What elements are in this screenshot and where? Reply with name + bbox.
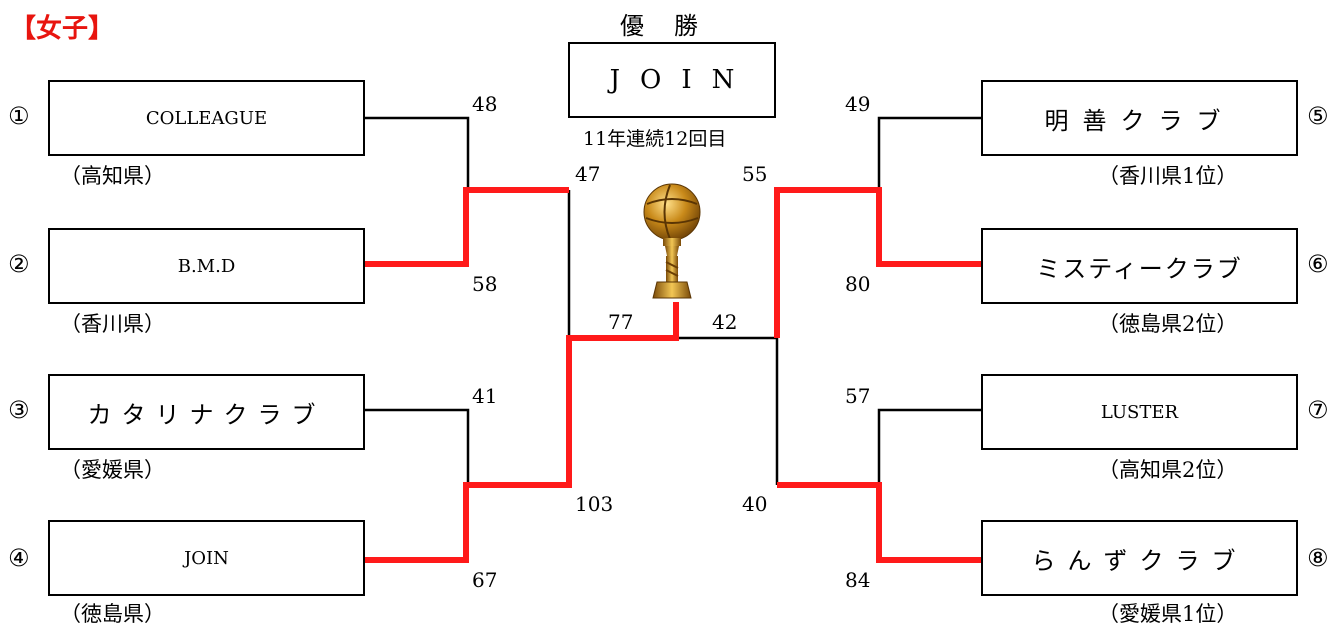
team-pref-1: （高知県） <box>60 164 165 188</box>
team-name-3: カタリナクラブ <box>87 400 326 429</box>
score-r1-1: 48 <box>472 92 498 116</box>
team-pref-7: （高知県2位） <box>1098 458 1238 482</box>
trophy-icon <box>643 183 701 299</box>
win-line-team-8 <box>777 482 982 563</box>
seed-8: ⑧ <box>1307 544 1329 572</box>
loser-lines <box>363 116 982 485</box>
seed-3: ③ <box>8 396 30 424</box>
score-sf-right-bottom: 40 <box>742 492 768 516</box>
seed-7: ⑦ <box>1307 396 1329 424</box>
score-sf-left-top: 47 <box>575 162 601 186</box>
team-box-5[interactable]: 明善クラブ <box>981 80 1298 156</box>
line-team-1 <box>363 116 470 190</box>
team-box-4[interactable]: JOIN <box>48 520 365 596</box>
line-team-3 <box>363 408 470 485</box>
score-r1-7: 57 <box>845 384 871 408</box>
win-line-team-4 <box>363 302 679 563</box>
score-r1-6: 80 <box>845 272 871 296</box>
team-name-8: らんずクラブ <box>1031 546 1248 575</box>
team-pref-8: （愛媛県1位） <box>1098 602 1238 626</box>
champion-team-box: JOIN <box>568 42 776 118</box>
seed-1: ① <box>8 102 30 130</box>
score-sf-right-top: 55 <box>742 162 768 186</box>
seed-5: ⑤ <box>1307 102 1329 130</box>
winner-lines <box>363 187 982 563</box>
team-name-2: B.M.D <box>177 255 236 277</box>
champion-note: 11年連続12回目 <box>583 128 727 150</box>
seed-2: ② <box>8 250 30 278</box>
team-pref-4: （徳島県） <box>60 602 165 626</box>
line-team-5 <box>877 116 982 190</box>
team-name-4: JOIN <box>184 547 229 569</box>
line-team-7 <box>877 408 982 485</box>
team-pref-2: （香川県） <box>60 312 165 336</box>
team-box-6[interactable]: ミスティークラブ <box>981 228 1298 304</box>
score-r1-4: 67 <box>472 568 498 592</box>
team-box-7[interactable]: LUSTER <box>981 374 1298 450</box>
team-pref-5: （香川県1位） <box>1098 164 1238 188</box>
team-box-2[interactable]: B.M.D <box>48 228 365 304</box>
seed-4: ④ <box>8 544 30 572</box>
team-pref-3: （愛媛県） <box>60 458 165 482</box>
score-r1-8: 84 <box>845 568 871 592</box>
win-line-team-2 <box>363 187 569 267</box>
team-name-6: ミスティークラブ <box>1036 254 1243 283</box>
team-pref-6: （徳島県2位） <box>1098 312 1238 336</box>
score-sf-left-bottom: 103 <box>575 492 614 516</box>
seed-6: ⑥ <box>1307 250 1329 278</box>
champion-label: 優勝 <box>620 12 728 40</box>
team-box-1[interactable]: COLLEAGUE <box>48 80 365 156</box>
score-r1-5: 49 <box>845 92 871 116</box>
team-name-1: COLLEAGUE <box>145 107 268 129</box>
team-box-8[interactable]: らんずクラブ <box>981 520 1298 596</box>
score-r1-3: 41 <box>472 384 498 408</box>
score-r1-2: 58 <box>472 272 498 296</box>
score-final-left: 77 <box>608 310 634 334</box>
bracket-title: 【女子】 <box>10 14 115 44</box>
champion-team-name: JOIN <box>609 65 755 95</box>
score-final-right: 42 <box>712 310 738 334</box>
team-box-3[interactable]: カタリナクラブ <box>48 374 365 450</box>
team-name-7: LUSTER <box>1100 401 1179 423</box>
team-name-5: 明善クラブ <box>1044 106 1235 135</box>
win-line-team-6 <box>774 187 982 338</box>
